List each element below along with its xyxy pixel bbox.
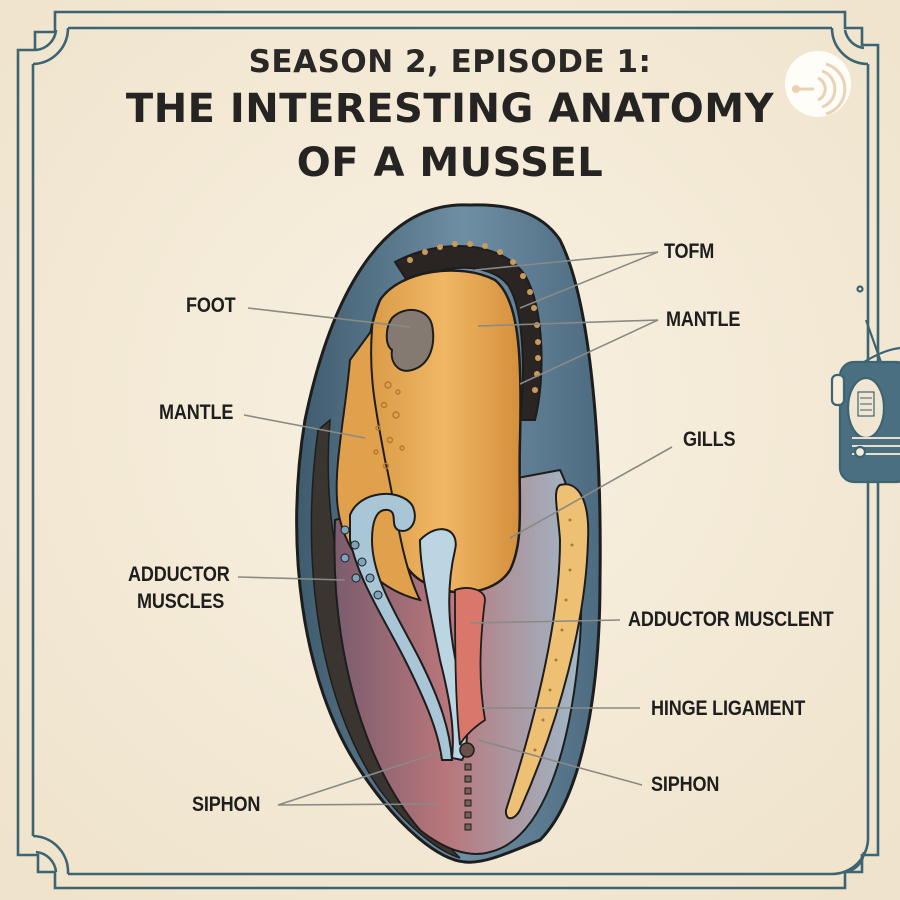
leader-gills (509, 446, 673, 539)
label-siphon-right: SIPHON (651, 773, 720, 796)
siphon-tube (349, 492, 454, 761)
leader-tofm (474, 251, 659, 309)
leader-siphon-right (477, 739, 643, 786)
hinge-bead (459, 742, 475, 758)
leader-adductor-musclent (469, 619, 621, 624)
hinge-beads (464, 763, 472, 831)
label-gills: GILLS (683, 428, 736, 451)
label-adductor-line2: MUSCLES (137, 590, 225, 613)
leader-mantle-left (243, 414, 366, 439)
label-mantle-left: MANTLE (159, 401, 234, 424)
label-siphon-left: SIPHON (192, 793, 261, 816)
mussel-illustration (295, 203, 602, 864)
adductor-muscle (454, 587, 486, 746)
leader-adductor-muscles (237, 576, 346, 581)
siphon-branch (418, 528, 468, 762)
episode-title-line2: OF A MUSSEL (296, 140, 604, 186)
episode-title-line1: THE INTERESTING ANATOMY (125, 86, 775, 132)
foot-spot (385, 309, 435, 372)
label-adductor-musclent: ADDUCTOR MUSCLENT (628, 608, 834, 631)
episode-subtitle: SEASON 2, EPISODE 1: (248, 44, 652, 80)
mantle-frill (407, 241, 541, 393)
mantle-edge (393, 245, 543, 421)
leader-lines (237, 251, 673, 806)
label-foot: FOOT (186, 294, 236, 317)
label-adductor-line1: ADDUCTOR (128, 563, 230, 586)
gill-dots (533, 518, 574, 752)
label-hinge-ligament: HINGE LIGAMENT (651, 697, 806, 720)
label-mantle-right: MANTLE (666, 308, 741, 331)
gill-ridge (504, 483, 590, 820)
body-speckles (373, 381, 405, 470)
leader-mantle-right (477, 319, 659, 385)
leader-foot (247, 307, 411, 328)
podcast-broadcast-icon[interactable] (785, 51, 851, 117)
granules (340, 525, 383, 600)
vintage-radio-icon (830, 285, 900, 484)
label-tofm: TOFM (664, 240, 715, 263)
leader-siphon-left (277, 751, 441, 806)
